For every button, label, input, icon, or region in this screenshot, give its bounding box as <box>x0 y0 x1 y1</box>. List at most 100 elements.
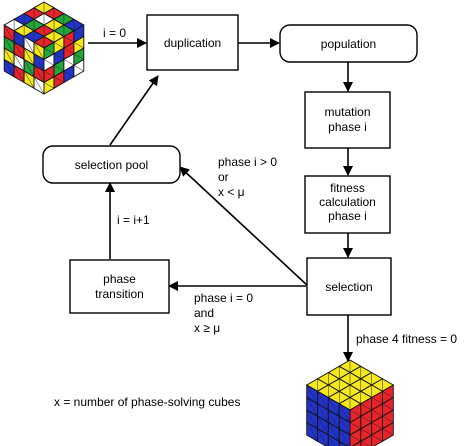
phase-transition-box <box>69 259 170 314</box>
cube-sticker-hatch <box>33 53 45 72</box>
cube-sticker <box>360 434 373 446</box>
cube-sticker-hatch <box>63 70 75 78</box>
edge-label-increment: i = i+1 <box>117 213 150 227</box>
selection-pool-box <box>42 145 181 184</box>
cube-sticker-hatch <box>53 42 65 49</box>
cube-sticker-hatch <box>3 59 15 77</box>
cube-sticker-hatch <box>317 416 329 436</box>
cube-sticker-hatch <box>53 76 65 83</box>
cube-sticker-hatch <box>360 441 370 446</box>
cube-sticker-hatch <box>43 82 55 89</box>
fitness-label-line3: phase i <box>328 209 367 223</box>
cube-sticker-hatch <box>349 422 361 430</box>
edge-label-transition-line1: phase i = 0 <box>194 291 253 305</box>
cube-sticker-hatch <box>371 397 383 405</box>
cube-sticker-hatch <box>3 36 15 54</box>
phase-transition-label-line2: transition <box>95 287 144 301</box>
cube-sticker-hatch <box>317 403 329 423</box>
cube-sticker-hatch <box>53 53 65 60</box>
cube-sticker-hatch <box>13 42 25 60</box>
cube-sticker-hatch <box>382 416 394 423</box>
cube-sticker-hatch <box>23 47 35 66</box>
cube-sticker-hatch <box>33 42 45 60</box>
cube-sticker-hatch <box>349 409 361 417</box>
fitness-box <box>304 175 391 234</box>
selection-label: selection <box>325 280 372 294</box>
fitness-label-line1: fitness <box>330 181 365 195</box>
cube-sticker-hatch <box>23 59 35 77</box>
cube-sticker-hatch <box>338 441 343 446</box>
cube-sticker-hatch <box>328 397 340 417</box>
cube-sticker-hatch <box>73 30 84 37</box>
edge-label-solved: phase 4 fitness = 0 <box>356 332 457 346</box>
cube-sticker-hatch <box>13 30 25 49</box>
cube-sticker-hatch <box>33 76 45 95</box>
edge-label-pool-line3: x < μ <box>218 185 245 199</box>
cube-sticker-hatch <box>338 428 350 446</box>
mutation-label-line1: mutation <box>324 105 370 119</box>
cube-sticker-hatch <box>53 65 65 72</box>
cube-sticker-hatch <box>73 53 84 60</box>
edge-label-transition-line2: and <box>194 306 214 320</box>
cube-sticker-hatch <box>360 428 372 436</box>
edge-pool-to-duplication <box>109 75 159 146</box>
cube-sticker-hatch <box>382 391 394 398</box>
cube-sticker-hatch <box>306 384 318 404</box>
cube-sticker-hatch <box>317 428 328 446</box>
cube-sticker-hatch <box>73 65 84 72</box>
cube-sticker-hatch <box>306 397 318 417</box>
cube-sticker-hatch <box>382 428 394 436</box>
fitness-label-line2: calculation <box>319 195 376 209</box>
cube-sticker-hatch <box>360 403 372 411</box>
cube-sticker-hatch <box>23 70 35 89</box>
cube-sticker-hatch <box>33 65 45 83</box>
cube-sticker-hatch <box>338 416 351 436</box>
cube-sticker-hatch <box>371 409 383 417</box>
cube-sticker-hatch <box>349 434 361 442</box>
cube-sticker <box>327 434 340 446</box>
cube-sticker-hatch <box>382 403 394 411</box>
cube-sticker-hatch <box>3 47 15 66</box>
cube-sticker-hatch <box>43 59 55 66</box>
cube-sticker-hatch <box>23 36 35 54</box>
cube-sticker-hatch <box>338 403 351 423</box>
edge-label-pool-line1: phase i > 0 <box>218 155 277 169</box>
cube-sticker-hatch <box>328 409 340 429</box>
cube-sticker-hatch <box>328 434 335 446</box>
cube-sticker-hatch <box>3 24 15 43</box>
cube-sticker <box>351 440 362 446</box>
cube-sticker-hatch <box>371 422 383 430</box>
cube-sticker-hatch <box>63 47 75 55</box>
mutation-box <box>304 91 391 149</box>
cube-sticker-hatch <box>371 434 383 442</box>
cube-sticker-hatch <box>63 36 75 43</box>
edge-selection-to-pool <box>179 166 309 287</box>
selection-pool-label: selection pool <box>75 158 148 172</box>
cube-sticker-hatch <box>43 70 55 78</box>
cube-sticker-hatch <box>73 42 84 49</box>
phase-transition-label-line1: phase <box>103 272 136 286</box>
population-box <box>279 24 418 63</box>
legend-text: x = number of phase-solving cubes <box>54 395 240 409</box>
cube-sticker-hatch <box>63 59 75 66</box>
cube-sticker-hatch <box>43 47 55 55</box>
cube-sticker-hatch <box>328 422 340 442</box>
cube-sticker-hatch <box>306 409 318 429</box>
edge-label-pool-line2: or <box>218 170 229 184</box>
edge-label-init: i = 0 <box>103 26 126 40</box>
population-label: population <box>321 37 376 51</box>
duplication-label: duplication <box>164 36 221 50</box>
solved-cube-icon <box>305 359 395 446</box>
scrambled-cube-icon <box>3 1 85 95</box>
duplication-box <box>146 14 239 71</box>
cube-sticker-hatch <box>306 422 318 442</box>
selection-box <box>306 257 392 316</box>
cube-sticker-hatch <box>13 65 25 83</box>
cube-sticker-hatch <box>13 53 25 72</box>
mutation-label-line2: phase i <box>328 120 367 134</box>
edge-label-transition-line3: x ≥ μ <box>194 321 220 335</box>
cube-sticker-hatch <box>360 416 372 423</box>
cube-sticker-hatch <box>317 391 329 411</box>
